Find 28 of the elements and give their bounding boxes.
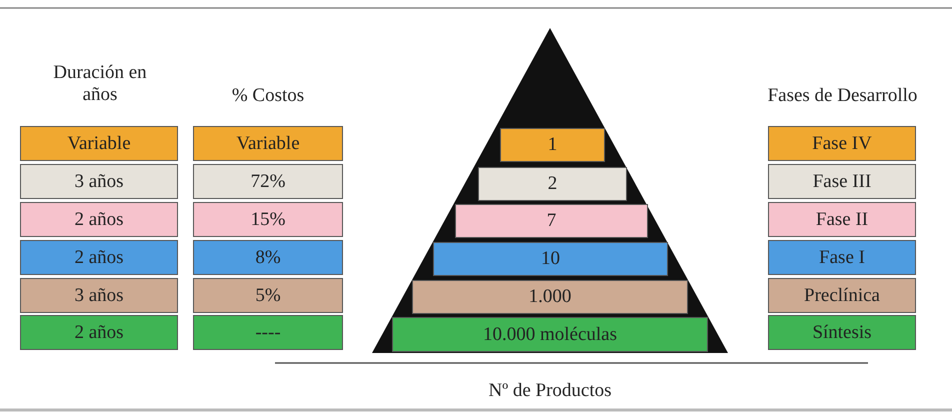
cost-box: Variable	[193, 126, 343, 161]
duration-box: 2 años	[20, 202, 178, 237]
pyramid-level: 1	[500, 128, 605, 162]
pyramid-level: 7	[455, 204, 648, 238]
duration-box: Variable	[20, 126, 178, 161]
phase-box: Preclínica	[768, 278, 916, 313]
cost-box: 5%	[193, 278, 343, 313]
cost-box: ----	[193, 315, 343, 350]
axis-caption: Nº de Productos	[487, 380, 613, 402]
phase-box: Fase II	[768, 202, 916, 237]
cost-box: 72%	[193, 164, 343, 199]
column-header: Fases de Desarrollo	[766, 85, 918, 107]
pyramid-level: 2	[478, 167, 627, 201]
column-header: % Costos	[230, 85, 306, 107]
pyramid-level: 10.000 moléculas	[392, 317, 708, 352]
phase-box: Fase I	[768, 240, 916, 275]
duration-box: 3 años	[20, 164, 178, 199]
phase-box: Fase III	[768, 164, 916, 199]
cost-box: 15%	[193, 202, 343, 237]
column-header: Duración en años	[52, 62, 148, 106]
pyramid-level: 10	[433, 242, 668, 276]
phase-box: Síntesis	[768, 315, 916, 350]
cost-box: 8%	[193, 240, 343, 275]
phase-box: Fase IV	[768, 126, 916, 161]
duration-box: 2 años	[20, 315, 178, 350]
pyramid-level: 1.000	[412, 280, 688, 314]
duration-box: 2 años	[20, 240, 178, 275]
duration-box: 3 años	[20, 278, 178, 313]
